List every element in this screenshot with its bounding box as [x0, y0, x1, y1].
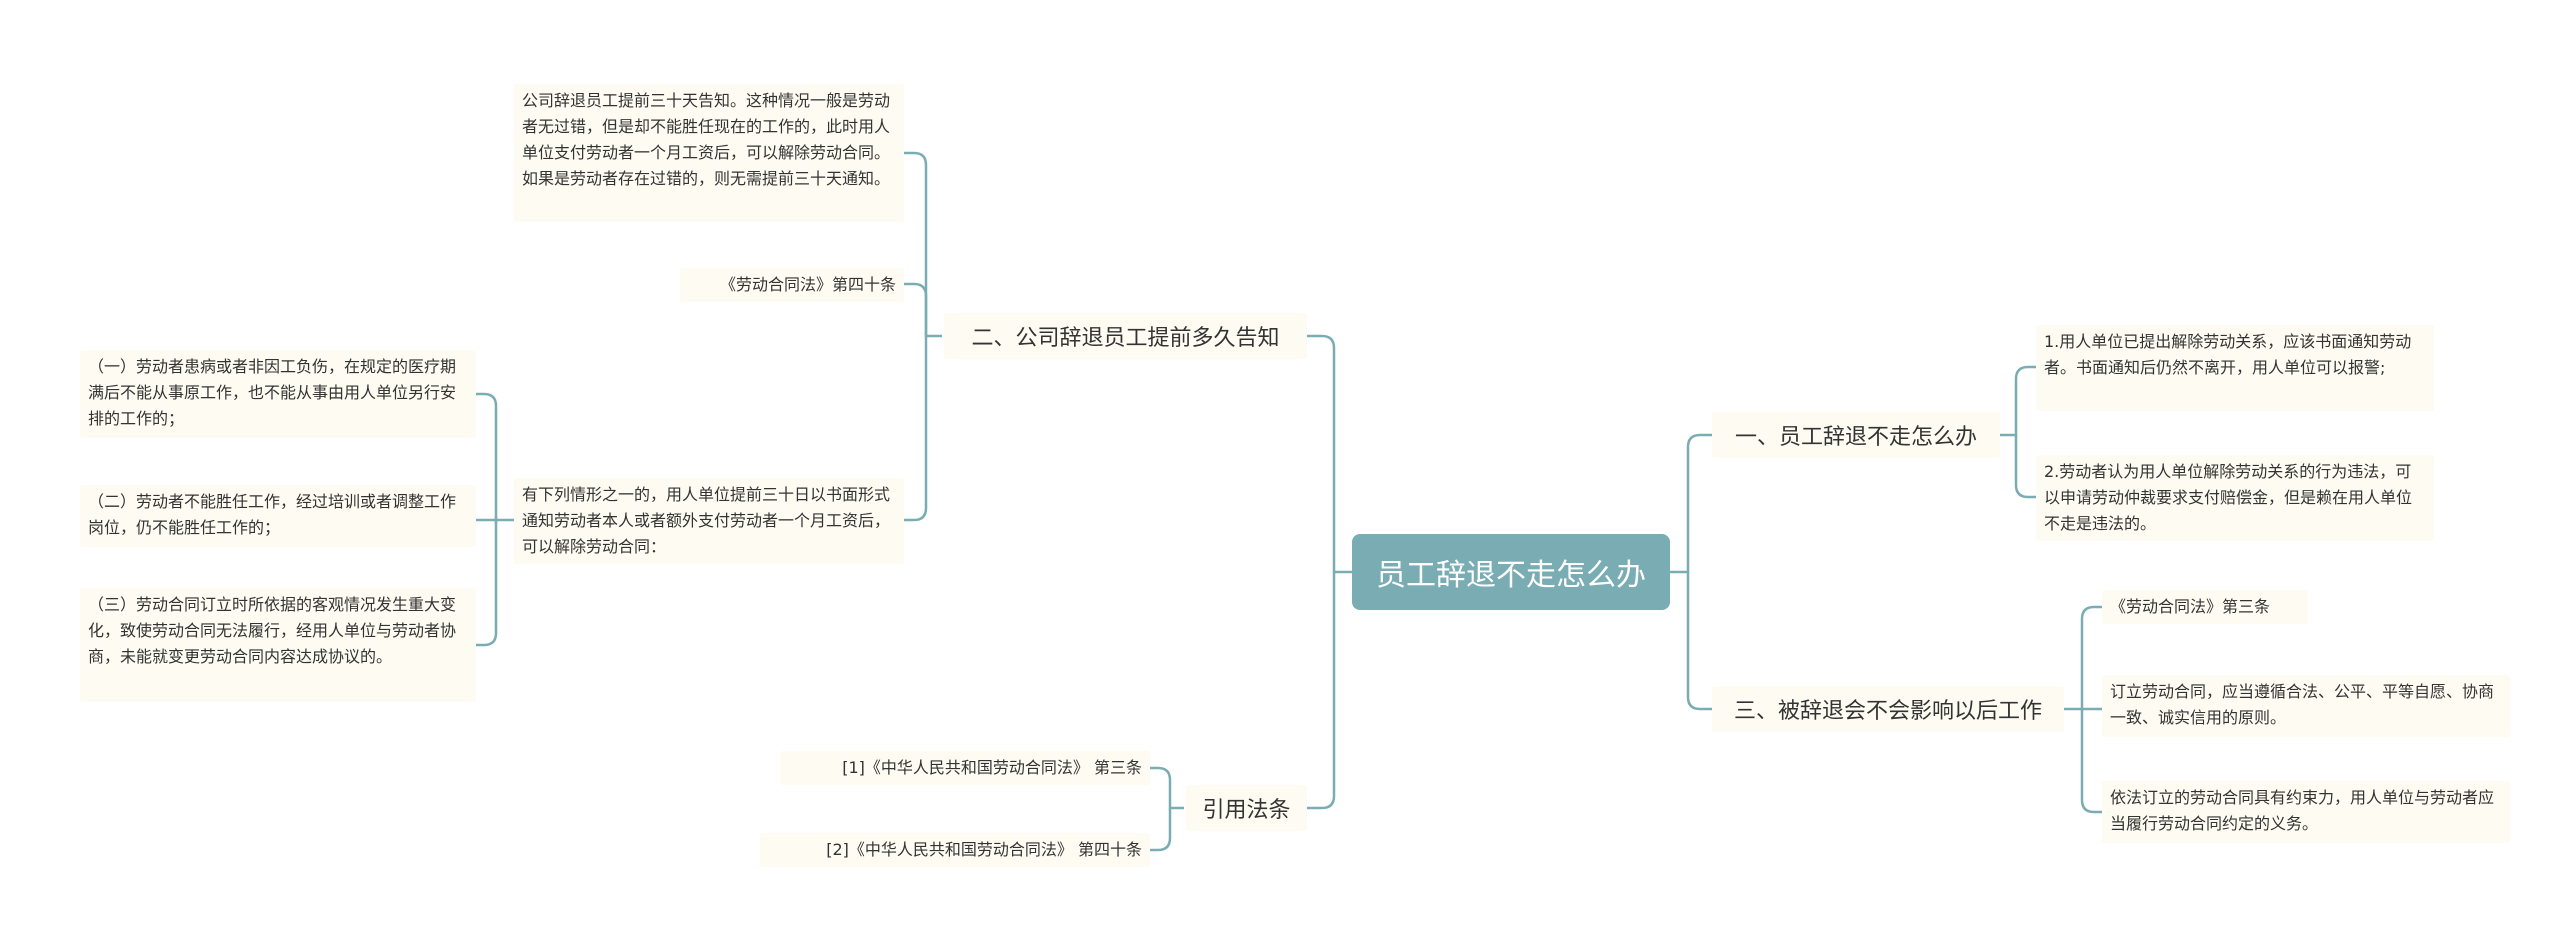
branch-notice-period[interactable]: 二、公司辞退员工提前多久告知 — [944, 313, 1307, 359]
future-work-principle[interactable]: 订立劳动合同，应当遵循合法、公平、平等自愿、协商一致、诚实信用的原则。 — [2102, 675, 2510, 737]
circumstance-item-3[interactable]: （三）劳动合同订立时所依据的客观情况发生重大变化，致使劳动合同无法履行，经用人单… — [80, 588, 476, 702]
edge-notice-explanation — [904, 151, 942, 338]
notice-explanation[interactable]: 公司辞退员工提前三十天告知。这种情况一般是劳动者无过错，但是却不能胜任现在的工作… — [514, 84, 904, 222]
edge-central-whattodo — [1670, 433, 1712, 574]
edge-notice-article — [904, 282, 928, 336]
future-work-article[interactable]: 《劳动合同法》第三条 — [2102, 590, 2308, 624]
edge-future-item1 — [2064, 605, 2102, 711]
citation-item-1[interactable]: [1]《中华人民共和国劳动合同法》 第三条 — [780, 751, 1150, 785]
circumstance-item-2[interactable]: （二）劳动者不能胜任工作，经过培训或者调整工作岗位，仍不能胜任工作的； — [80, 485, 476, 547]
citation-item-2[interactable]: [2]《中华人民共和国劳动合同法》 第四十条 — [760, 833, 1150, 867]
edge-central-notice — [1307, 334, 1352, 574]
edge-future-item3 — [2080, 709, 2102, 814]
notice-article[interactable]: 《劳动合同法》第四十条 — [680, 268, 904, 302]
branch-what-to-do[interactable]: 一、员工辞退不走怎么办 — [1712, 412, 2000, 458]
edge-cite-item1 — [1150, 766, 1184, 810]
edge-circ-item1 — [476, 392, 518, 522]
edge-notice-circumstances — [904, 336, 928, 522]
circumstance-item-1[interactable]: （一）劳动者患病或者非因工负伤，在规定的医疗期满后不能从事原工作，也不能从事由用… — [80, 350, 476, 438]
edge-todo-item1 — [2000, 365, 2036, 437]
branch-citations[interactable]: 引用法条 — [1186, 785, 1307, 831]
edge-circ-item2 — [476, 516, 498, 524]
branch-future-work[interactable]: 三、被辞退会不会影响以后工作 — [1712, 686, 2064, 732]
edge-todo-item2 — [2014, 435, 2036, 499]
notice-circumstances[interactable]: 有下列情形之一的，用人单位提前三十日以书面形式通知劳动者本人或者额外支付劳动者一… — [514, 478, 904, 564]
edge-circ-item3 — [476, 520, 498, 647]
edge-central-citations — [1307, 572, 1336, 810]
edge-central-futurework — [1686, 572, 1712, 711]
what-to-do-item-1[interactable]: 1.用人单位已提出解除劳动关系，应该书面通知劳动者。书面通知后仍然不离开，用人单… — [2036, 325, 2434, 411]
central-topic[interactable]: 员工辞退不走怎么办 — [1352, 534, 1670, 610]
edge-cite-item2 — [1150, 808, 1172, 852]
what-to-do-item-2[interactable]: 2.劳动者认为用人单位解除劳动关系的行为违法，可以申请劳动仲裁要求支付赔偿金，但… — [2036, 455, 2434, 541]
future-work-binding[interactable]: 依法订立的劳动合同具有约束力，用人单位与劳动者应当履行劳动合同约定的义务。 — [2102, 781, 2510, 843]
